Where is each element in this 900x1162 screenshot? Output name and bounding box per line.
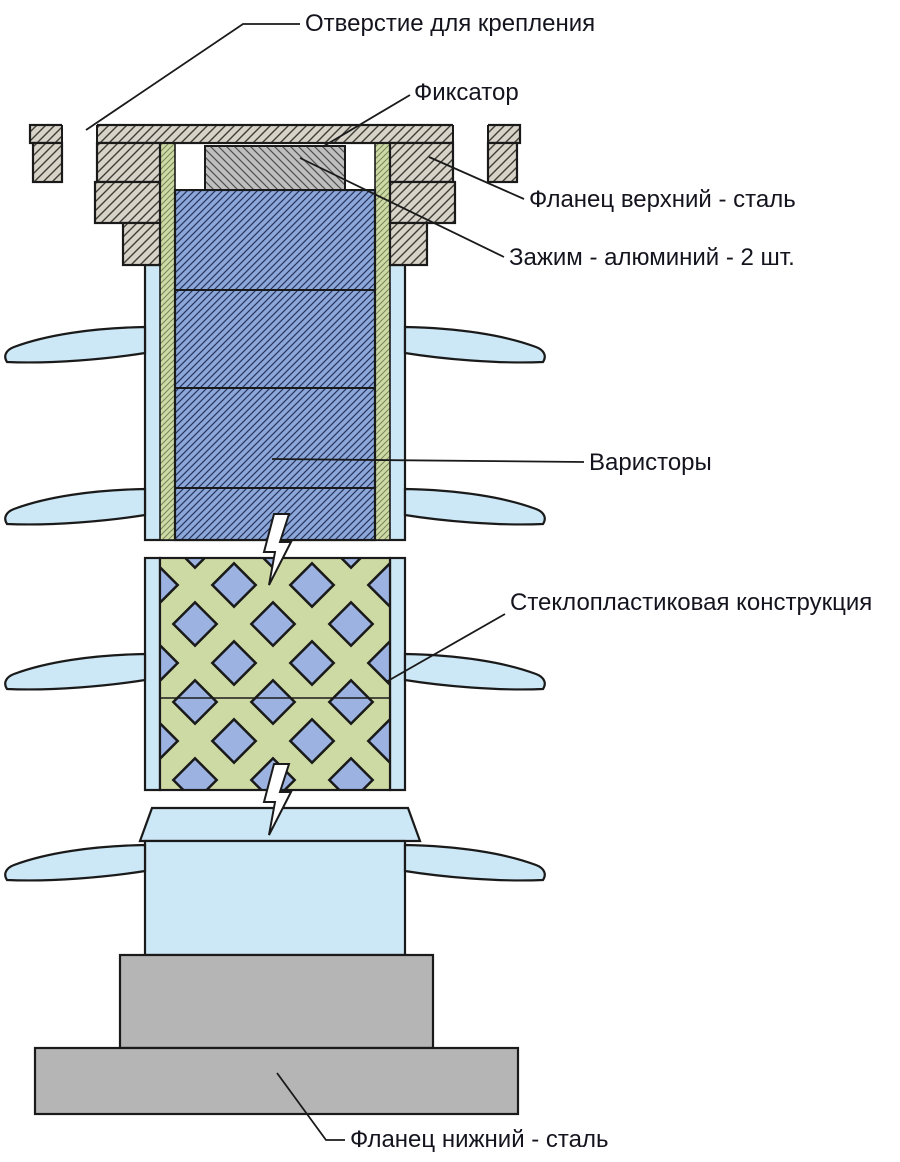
housing-middle-right (388, 556, 407, 792)
leader-fixator (323, 94, 411, 147)
varistor-stack (173, 188, 377, 542)
weather-shed (4, 325, 147, 364)
label-mounting-hole: Отверстие для крепления (305, 10, 595, 37)
mounting-hole-right (453, 123, 488, 145)
upper-flange-lip-left-inner (95, 141, 162, 184)
weather-shed (4, 652, 147, 691)
upper-flange-skirt-left-lower (121, 221, 162, 267)
label-fiberglass: Стеклопластиковая конструкция (510, 589, 872, 616)
varistor-dividers (175, 289, 375, 489)
upper-flange-lip-right-outer (486, 141, 519, 184)
weather-shed (4, 487, 147, 526)
break-symbol-2 (262, 763, 293, 836)
clamp-block (204, 145, 346, 191)
lower-flange-base (33, 1046, 520, 1116)
label-varistors: Варисторы (589, 449, 712, 476)
leader-varistors (271, 458, 585, 463)
weather-shed (4, 843, 147, 882)
weather-shed (403, 487, 546, 526)
housing-middle-left (143, 556, 162, 792)
leader-fiberglass (385, 613, 506, 683)
break-symbol-1 (262, 513, 293, 586)
label-fixator: Фиксатор (414, 79, 519, 106)
weather-shed (403, 325, 546, 364)
upper-flange-skirt-right-lower (388, 221, 429, 267)
label-lower-flange: Фланец нижний - сталь (350, 1126, 609, 1153)
leader-lower-flange (276, 1072, 345, 1141)
frp-rod-left (159, 142, 176, 541)
middle-section (4, 556, 546, 792)
upper-flange-plate (28, 123, 522, 145)
housing-bottom (143, 839, 407, 957)
bottom-section (4, 806, 546, 1116)
callouts: Отверстие для крепления Фиксатор Фланец … (85, 10, 872, 1153)
label-clamp: Зажим - алюминий - 2 шт. (509, 244, 795, 271)
weather-shed (403, 843, 546, 882)
lower-flange-upper-block (118, 953, 435, 1050)
upper-flange-skirt-left-upper (93, 180, 162, 225)
leader-clamp (299, 157, 505, 258)
leader-upper-flange (428, 156, 525, 200)
top-section (4, 123, 546, 542)
frp-rod-right (374, 142, 391, 541)
label-upper-flange: Фланец верхний - сталь (529, 186, 796, 213)
leader-mounting-hole (85, 23, 300, 131)
fiberglass-lattice (158, 556, 392, 792)
upper-flange-lip-left-outer (31, 141, 64, 184)
housing-bottom-collar (138, 806, 422, 843)
